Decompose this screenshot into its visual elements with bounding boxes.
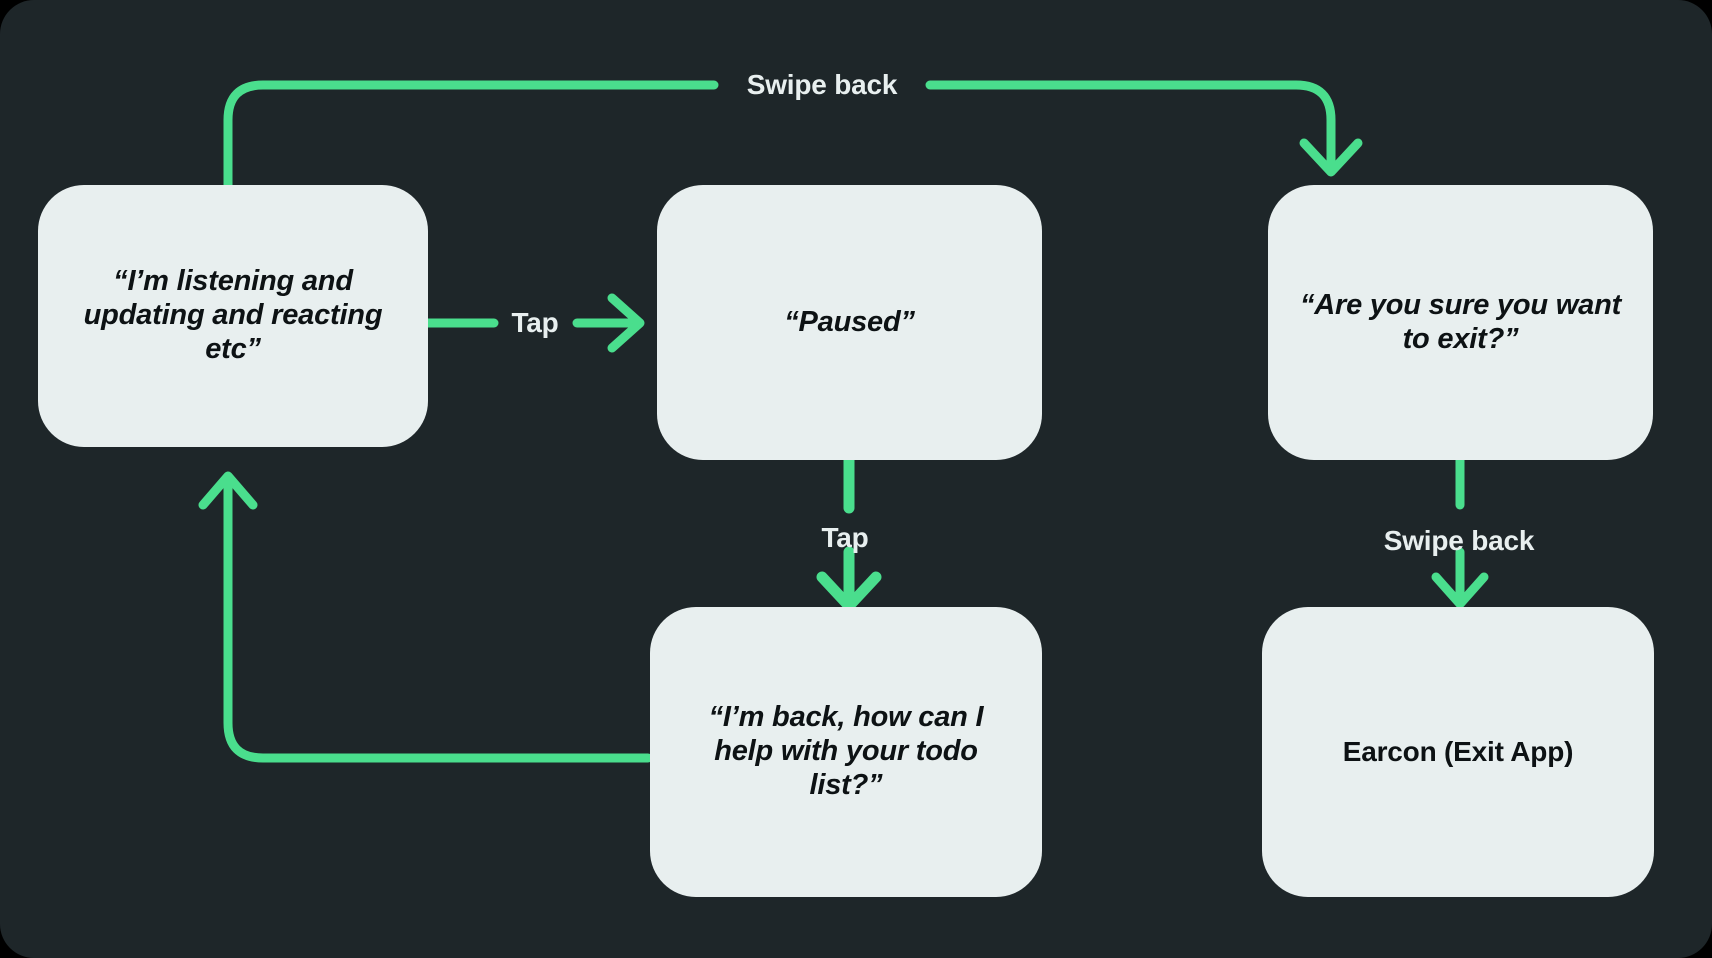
node-confirm-exit[interactable]: “Are you sure you want to exit?” (1268, 185, 1653, 460)
node-earcon-label: Earcon (Exit App) (1342, 735, 1574, 767)
edge-imback-to-listening (198, 471, 653, 763)
edge-label-tap-vertical: Tap (821, 522, 869, 553)
edge-listening-to-paused (423, 293, 645, 353)
node-earcon[interactable]: Earcon (Exit App) (1262, 607, 1654, 897)
edge-confirm-to-earcon (1431, 455, 1489, 609)
node-listening[interactable]: “I’m listening and updating and reacting… (38, 185, 428, 447)
edge-label-swipe-back-top: Swipe back (746, 69, 898, 100)
edge-label-swipe-back-right: Swipe back (1383, 525, 1535, 556)
node-im-back[interactable]: “I’m back, how can I help with your todo… (650, 607, 1042, 897)
node-confirm-exit-label: “Are you sure you want to exit?” (1299, 288, 1622, 355)
edge-listening-to-confirm (223, 80, 1363, 190)
edge-label-tap-horizontal: Tap (511, 307, 559, 338)
node-im-back-label: “I’m back, how can I help with your todo… (708, 701, 984, 801)
node-paused[interactable]: “Paused” (657, 185, 1042, 460)
node-listening-label: “I’m listening and updating and reacting… (83, 265, 383, 365)
node-paused-label: “Paused” (784, 305, 915, 338)
edge-paused-to-imback (816, 454, 882, 612)
